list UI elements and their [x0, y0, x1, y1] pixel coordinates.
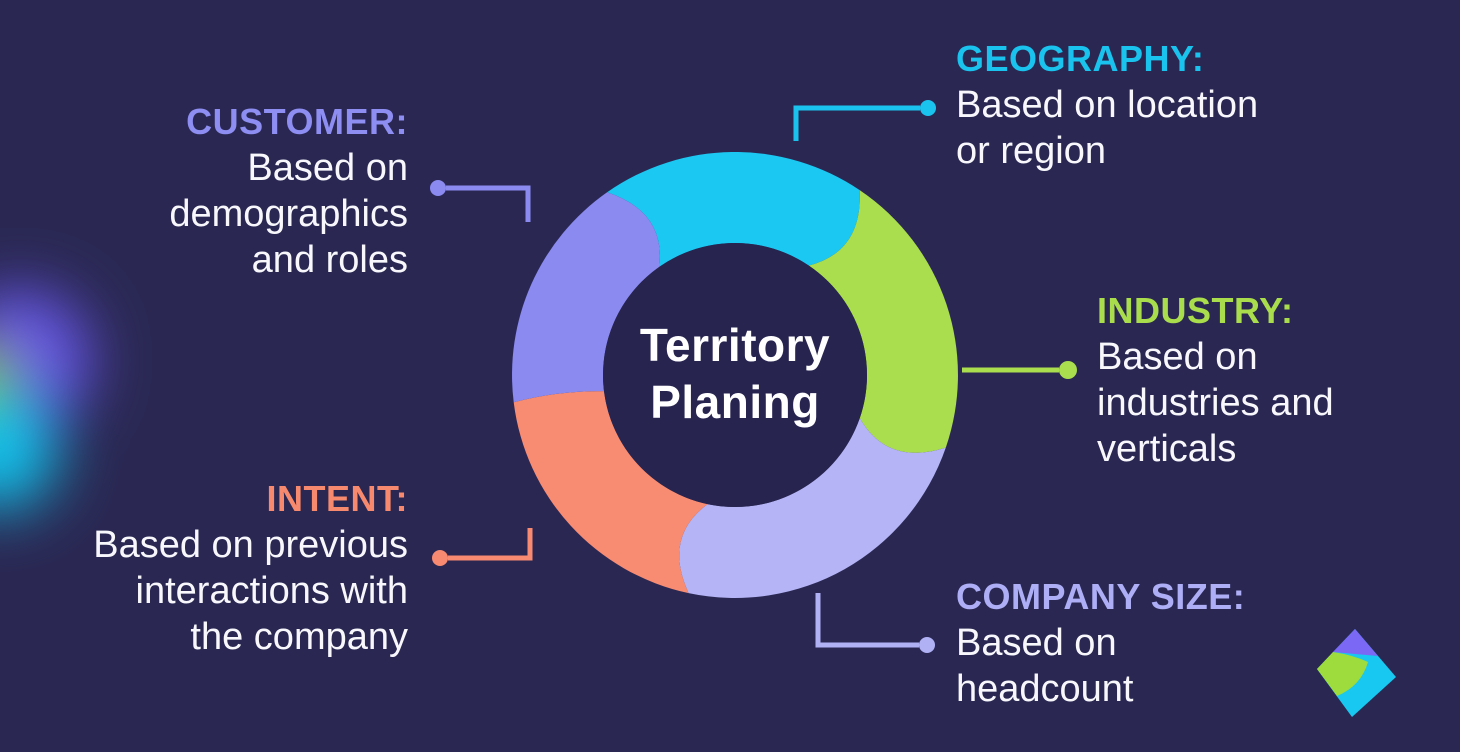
- industry-callout: INDUSTRY: Based on industries and vertic…: [1097, 288, 1334, 472]
- company-size-heading: COMPANY SIZE:: [956, 576, 1246, 617]
- industry-line-2: industries and: [1097, 382, 1334, 424]
- customer-callout: CUSTOMER: Based on demographics and role…: [169, 99, 408, 283]
- company-size-line-2: headcount: [956, 668, 1134, 710]
- geography-line-1: Based on location: [956, 84, 1259, 126]
- customer-line-1: Based on: [247, 147, 408, 189]
- chart-title: Territory Planing: [535, 317, 935, 431]
- chart-title-line2: Planing: [650, 376, 820, 428]
- industry-connector: [962, 361, 1077, 379]
- intent-line-3: the company: [190, 616, 408, 658]
- segment-industry: [808, 190, 958, 453]
- territory-donut-chart: [512, 152, 958, 598]
- company-size-callout: COMPANY SIZE: Based on headcount: [956, 574, 1245, 712]
- customer-line-2: demographics: [169, 193, 408, 235]
- customer-heading: CUSTOMER:: [186, 101, 408, 142]
- customer-line-3: and roles: [251, 239, 408, 281]
- intent-callout: INTENT: Based on previous interactions w…: [93, 476, 408, 660]
- gradient-blob-decoration: [0, 250, 180, 510]
- segment-customer: [512, 192, 660, 403]
- geography-callout: GEOGRAPHY: Based on location or region: [956, 36, 1258, 174]
- brand-logo-icon: [1317, 629, 1396, 717]
- segment-intent: [513, 391, 708, 594]
- segment-geography: [607, 152, 860, 267]
- geography-line-2: or region: [956, 130, 1106, 172]
- intent-heading: INTENT:: [266, 478, 408, 519]
- company-size-line-1: Based on: [956, 622, 1117, 664]
- intent-line-2: interactions with: [135, 570, 408, 612]
- segment-company-size: [679, 418, 946, 598]
- industry-line-3: verticals: [1097, 428, 1237, 470]
- geography-connector: [793, 100, 936, 141]
- chart-title-line1: Territory: [639, 319, 831, 371]
- industry-heading: INDUSTRY:: [1097, 290, 1294, 331]
- company-size-connector: [815, 593, 935, 653]
- geography-heading: GEOGRAPHY:: [956, 38, 1205, 79]
- donut-hole: [603, 243, 867, 507]
- industry-line-1: Based on: [1097, 336, 1258, 378]
- intent-line-1: Based on previous: [93, 524, 408, 566]
